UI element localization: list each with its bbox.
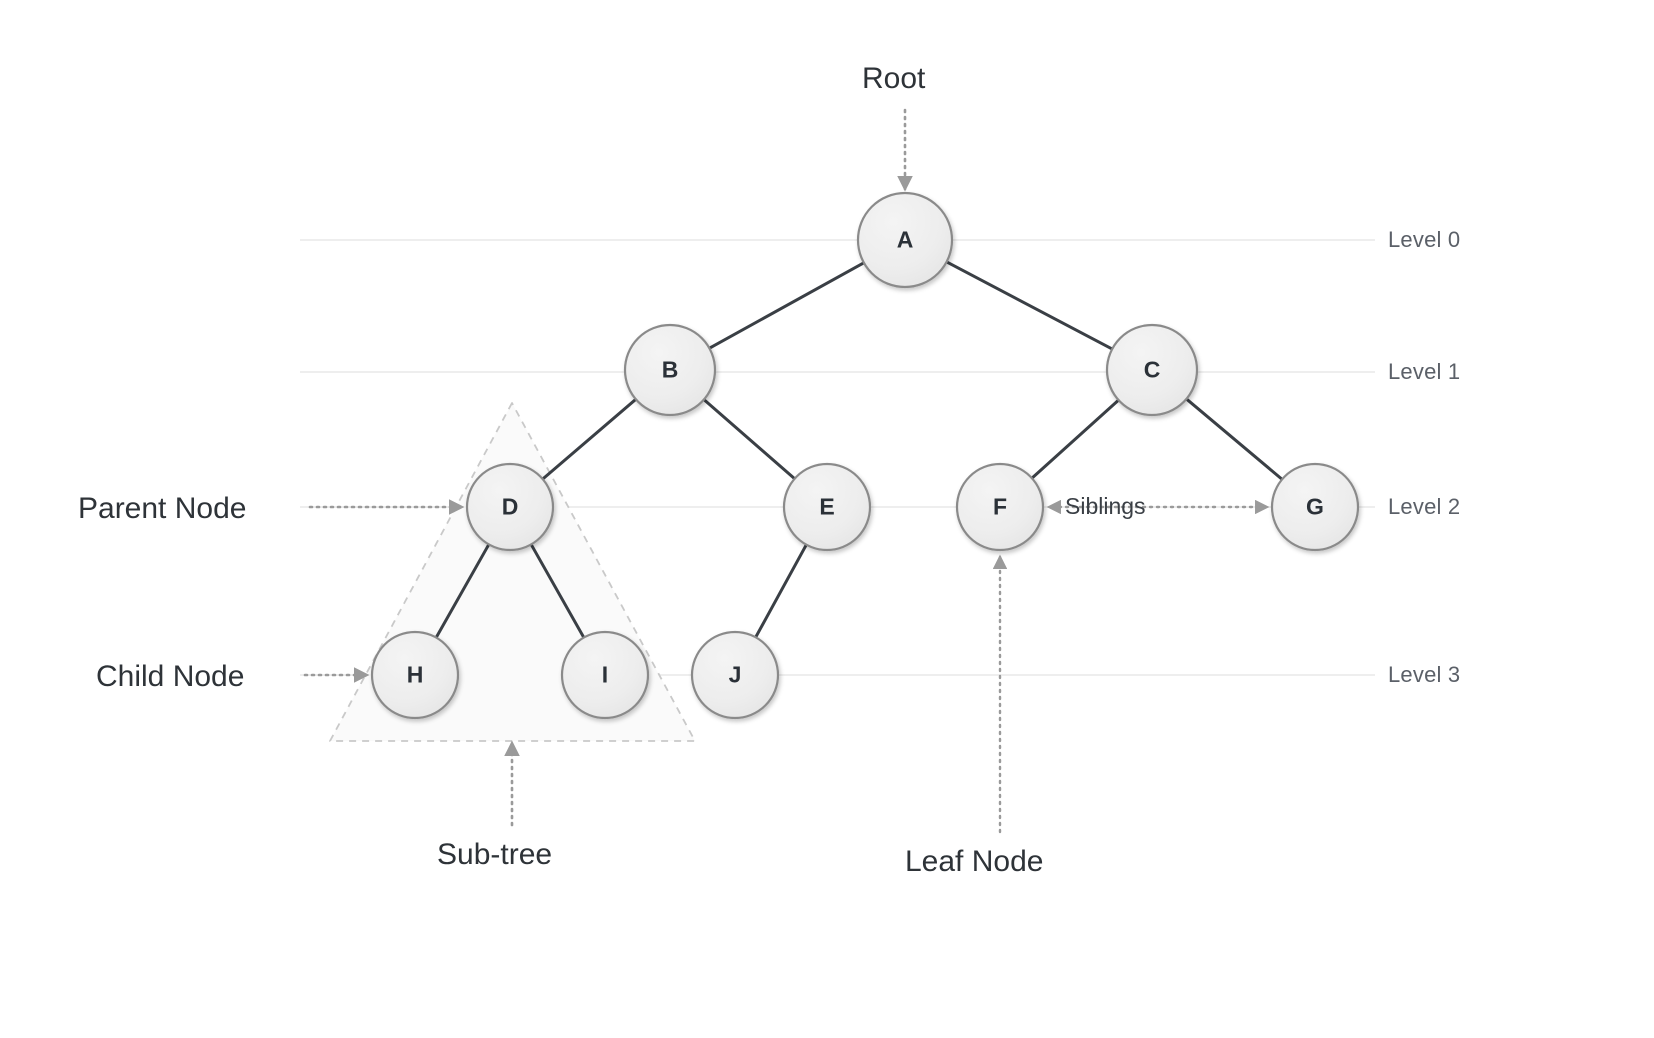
edge-A-C — [943, 259, 1116, 352]
edge-E-J — [753, 541, 809, 641]
annotation-child-node: Child Node — [96, 660, 245, 693]
level-label-3: Level 3 — [1388, 662, 1461, 687]
node-circle-C[interactable] — [1105, 323, 1199, 417]
edge-C-G — [1183, 396, 1286, 483]
edge-A-B — [706, 260, 868, 351]
annotation-root: Root — [862, 62, 926, 95]
node-circle-D[interactable] — [465, 462, 555, 552]
node-circle-B[interactable] — [623, 323, 717, 417]
node-circle-I[interactable] — [560, 630, 650, 720]
edge-D-H — [433, 541, 492, 641]
edge-C-F — [1028, 397, 1122, 482]
node-circle-H[interactable] — [370, 630, 460, 720]
annotation-sub-tree: Sub-tree — [437, 838, 553, 871]
annotation-arrows — [303, 108, 1270, 834]
annotation-siblings: Siblings — [1065, 493, 1146, 519]
node-circle-A[interactable] — [856, 191, 954, 289]
annotation-parent-node: Parent Node — [78, 492, 247, 525]
level-label-0: Level 0 — [1388, 227, 1461, 252]
node-circle-F[interactable] — [955, 462, 1045, 552]
level-label-2: Level 2 — [1388, 494, 1461, 519]
level-label-1: Level 1 — [1388, 359, 1461, 384]
node-circle-J[interactable] — [690, 630, 780, 720]
tree-edges — [433, 259, 1286, 641]
edge-D-I — [528, 541, 587, 641]
edge-B-D — [539, 396, 639, 482]
edge-B-E — [700, 396, 798, 482]
node-circle-E[interactable] — [782, 462, 872, 552]
node-circle-G[interactable] — [1270, 462, 1360, 552]
annotation-leaf-node: Leaf Node — [905, 845, 1044, 878]
tree-nodes — [370, 191, 1360, 720]
